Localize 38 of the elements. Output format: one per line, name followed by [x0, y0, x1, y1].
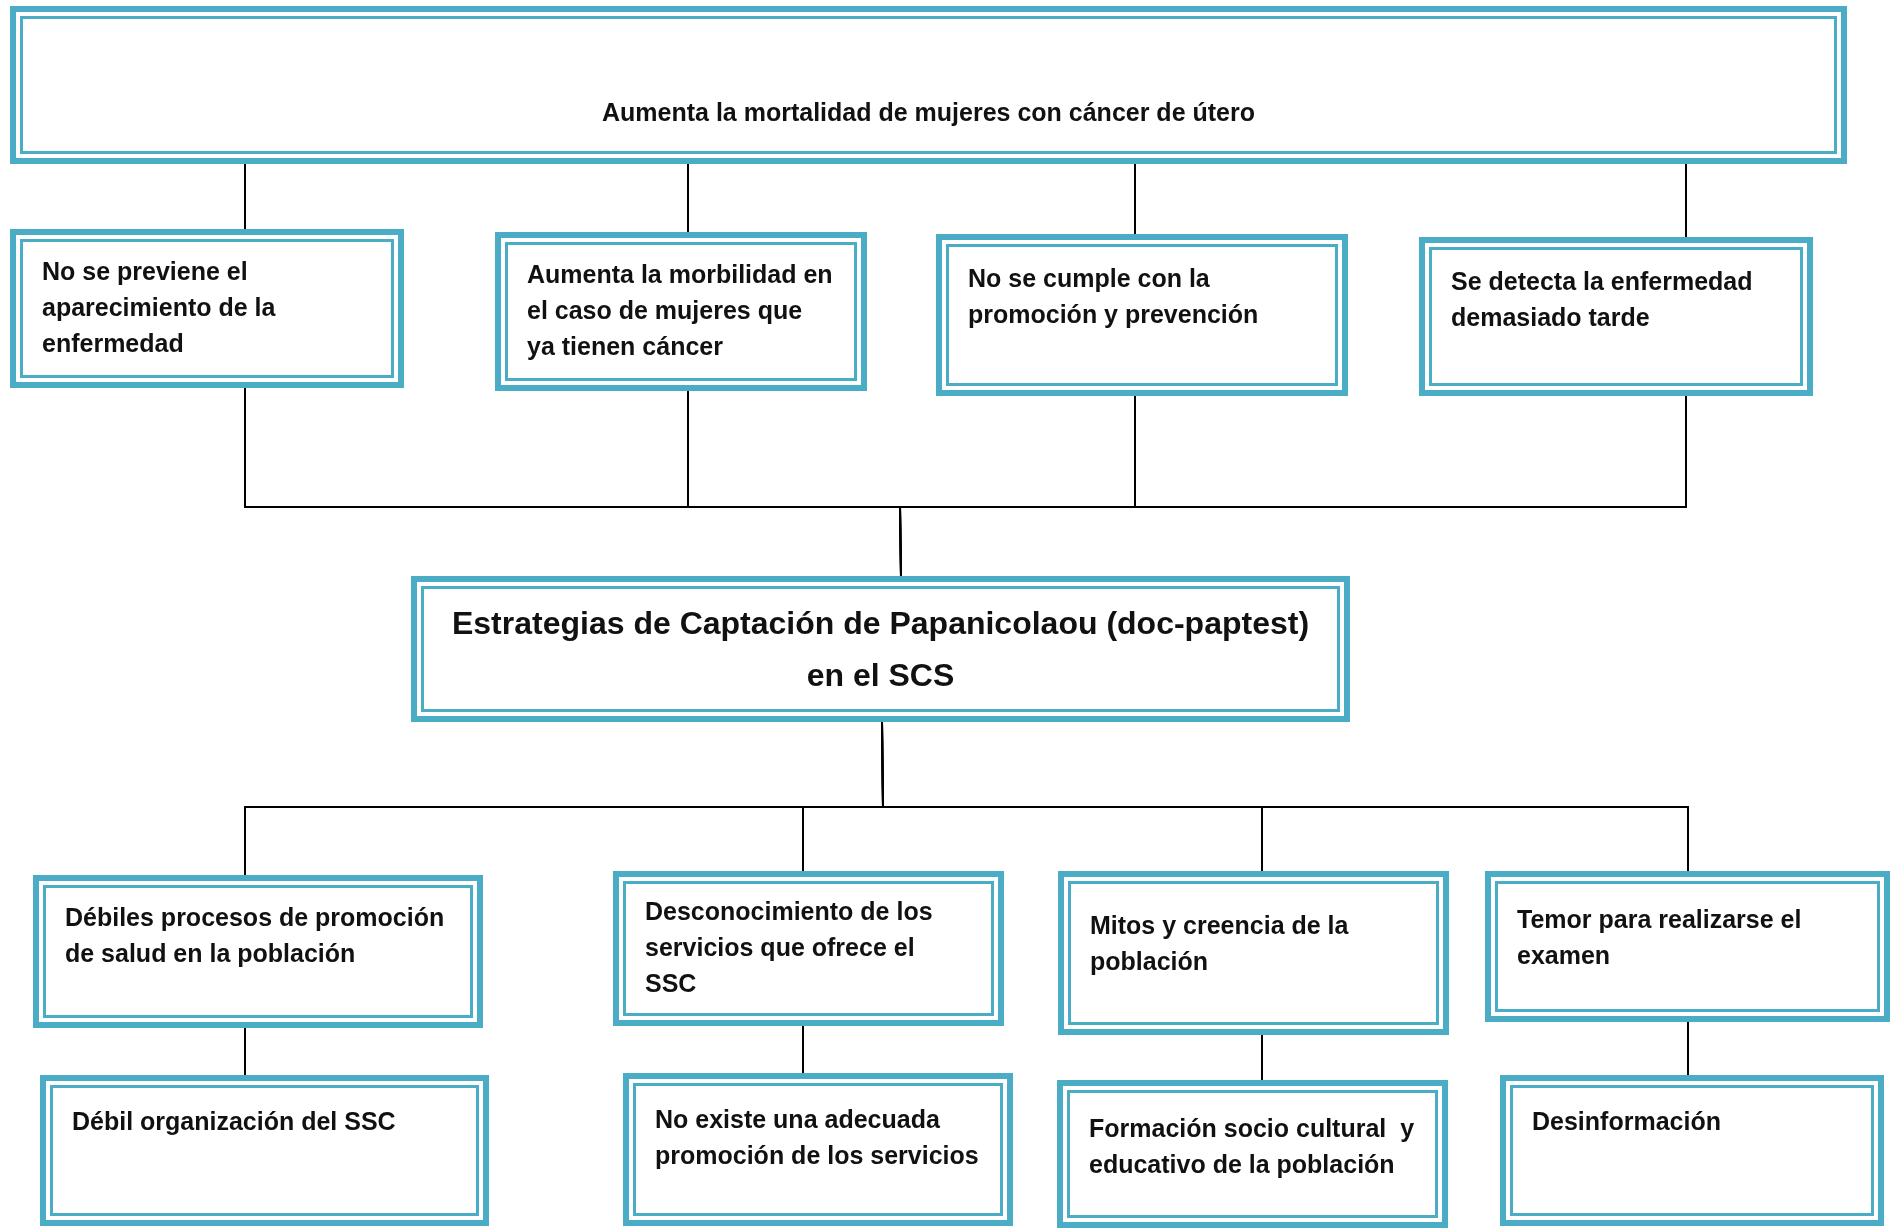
cause-effect-box	[1419, 237, 1813, 396]
box-text: Formación socio cultural y educativo de la población	[1089, 1113, 1416, 1180]
cause-effect-box	[1485, 871, 1890, 1022]
cause-effect-box	[613, 871, 1004, 1026]
central-problem-box	[411, 576, 1350, 722]
connector-line	[899, 395, 1687, 577]
cause-effect-box	[495, 232, 867, 391]
cause-effect-box	[10, 229, 404, 388]
box-text: Aumenta la mortalidad de mujeres con cáncer de útero	[602, 97, 1255, 128]
cause-effect-box	[623, 1073, 1013, 1226]
connector-line	[1687, 1021, 1689, 1076]
box-text: Estrategias de Captación de Papanicolaou (doc-paptest) en el SCS	[450, 604, 1311, 695]
box-text: Se detecta la enfermedad demasiado tarde	[1451, 266, 1754, 333]
effect-box	[10, 6, 1847, 164]
box-text: No existe una adecuada promoción de los servicios	[655, 1104, 980, 1171]
cause-effect-box	[1057, 1080, 1448, 1228]
connector-line	[1685, 163, 1687, 238]
connector-line	[244, 163, 246, 230]
box-text: Aumenta la morbilidad en el caso de mujeres que ya tienen cáncer	[527, 259, 834, 362]
cause-effect-box	[40, 1075, 489, 1226]
box-text: Mitos y creencia de la población	[1090, 910, 1350, 977]
box-text: Débil organización del SSC	[72, 1106, 397, 1137]
box-text: Temor para realizarse el examen	[1517, 904, 1803, 971]
connector-line	[881, 721, 1689, 872]
cause-effect-box	[1500, 1075, 1884, 1226]
cause-effect-box	[936, 234, 1348, 396]
cause-effect-box	[33, 875, 483, 1028]
connector-line	[244, 1027, 246, 1076]
box-text: Desconocimiento de los servicios que ofrece el SSC	[645, 896, 934, 999]
connector-line	[687, 163, 689, 233]
box-text: No se cumple con la promoción y prevención	[968, 263, 1260, 330]
box-text: Débiles procesos de promoción de salud en la población	[65, 902, 446, 969]
box-text: Desinformación	[1532, 1106, 1722, 1137]
cause-effect-box	[1058, 871, 1449, 1035]
connector-line	[802, 1025, 804, 1074]
box-text: No se previene el aparecimiento de la enfermedad	[42, 256, 277, 359]
connector-line	[1261, 1034, 1263, 1081]
connector-line	[1134, 163, 1136, 235]
